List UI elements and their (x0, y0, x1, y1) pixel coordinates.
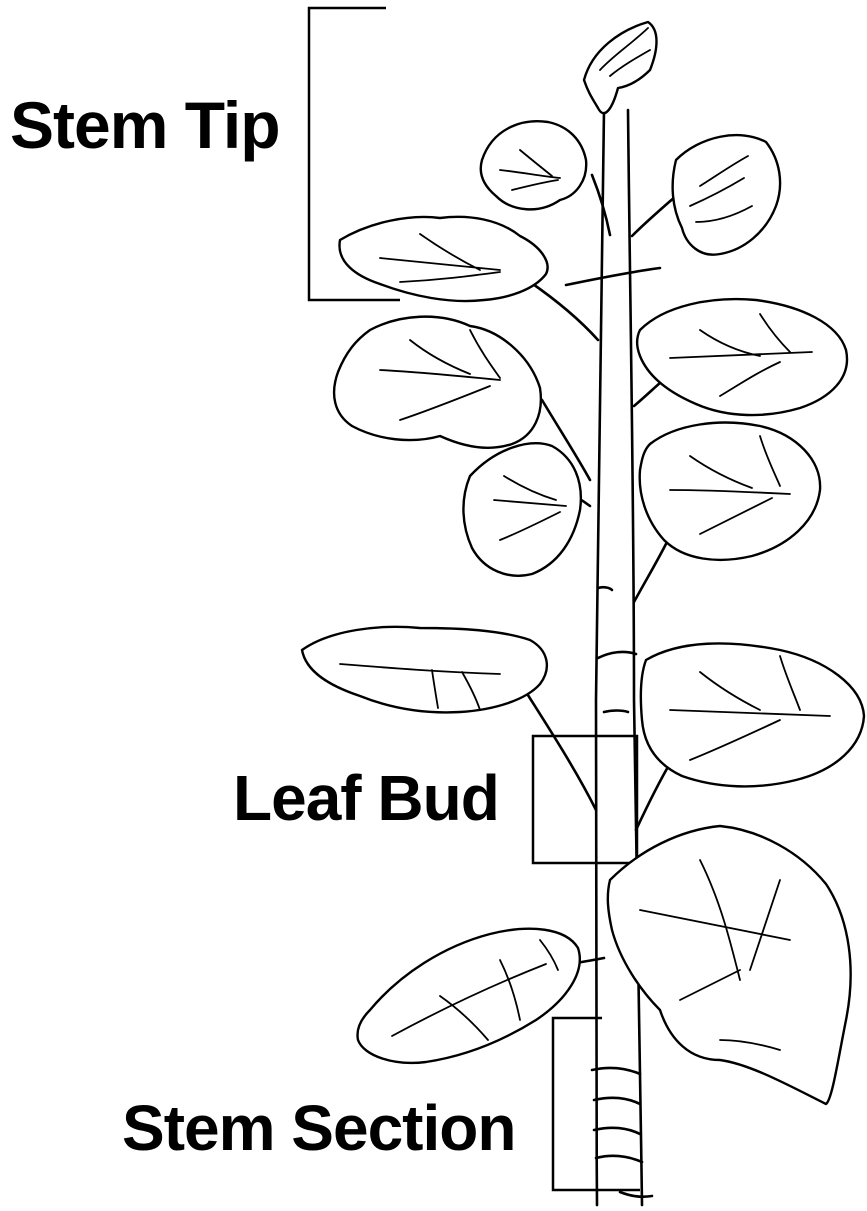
stem-section-label: Stem Section (122, 1096, 515, 1160)
leaf-right-2 (634, 299, 847, 415)
leaf-lower-right (608, 826, 851, 1104)
leaf-bud-bracket (533, 736, 637, 863)
stem-tip-label: Stem Tip (10, 92, 280, 158)
leaf-left-3 (463, 443, 590, 575)
leaf-right-4 (636, 643, 864, 830)
leaf-lower-left (358, 929, 605, 1063)
stem-tip-bud (584, 22, 657, 113)
leaf-tip-left (339, 217, 598, 340)
leaf-upper-left (481, 121, 610, 235)
leaf-bud-label: Leaf Bud (233, 766, 499, 830)
main-stem (566, 110, 660, 1205)
leaf-upper-right (632, 135, 780, 255)
leaf-right-3 (634, 423, 820, 602)
